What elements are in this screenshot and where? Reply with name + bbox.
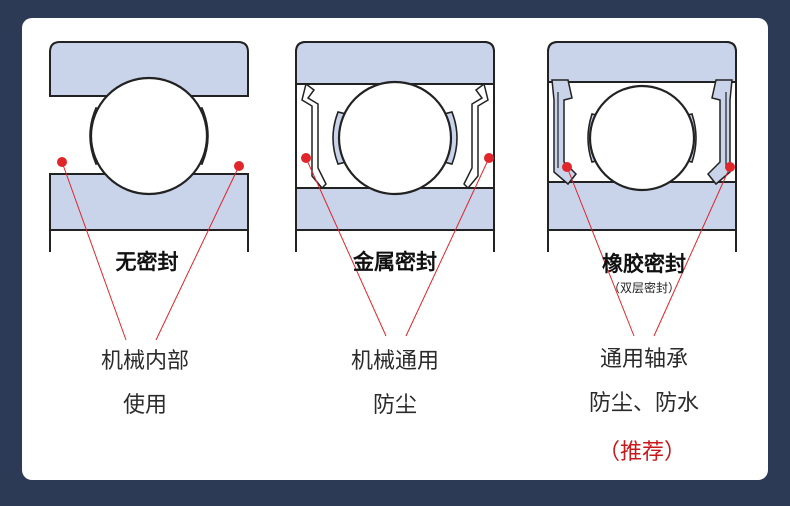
pointer-line xyxy=(653,166,731,337)
pointer-line xyxy=(566,166,635,337)
outer-ring xyxy=(49,41,249,97)
ball xyxy=(337,80,453,196)
recommend-badge: （推荐） xyxy=(597,440,687,465)
bearing-rubber-seal xyxy=(547,41,737,252)
bearing-diagrams xyxy=(49,41,737,341)
pointer-line xyxy=(61,161,127,341)
usage-line: 防尘、防水 xyxy=(588,391,700,416)
bearing-usage: 通用轴承 防尘、防水 xyxy=(589,338,699,426)
bearing-usage: 机械内部 使用 xyxy=(101,340,189,428)
bearing-usage: 机械通用 防尘 xyxy=(351,340,439,428)
content-card: 无密封 机械内部 使用 金属密封 机械通用 防尘 橡胶密封 （双层密封） 通用轴… xyxy=(22,18,768,480)
metal-shield-left xyxy=(301,82,327,190)
ball xyxy=(588,84,696,192)
pointer-line xyxy=(305,157,387,337)
usage-line: 使用 xyxy=(122,393,168,418)
bearing-title: 无密封 xyxy=(115,250,179,274)
bearing-title: 金属密封 xyxy=(353,250,437,274)
usage-line: 防尘 xyxy=(372,393,418,418)
metal-shield-right xyxy=(463,82,489,190)
ball xyxy=(89,76,209,196)
bearing-metal-seal xyxy=(295,41,495,252)
bearing-subtitle: （双层密封） xyxy=(607,281,681,295)
bearing-no-seal xyxy=(49,41,249,252)
bearing-title: 橡胶密封 xyxy=(602,252,686,276)
pointer-line xyxy=(155,165,240,341)
usage-line: 机械通用 xyxy=(350,349,440,374)
usage-line: 通用轴承 xyxy=(599,347,689,372)
pointer-line xyxy=(405,157,490,337)
usage-line: 机械内部 xyxy=(100,349,190,374)
